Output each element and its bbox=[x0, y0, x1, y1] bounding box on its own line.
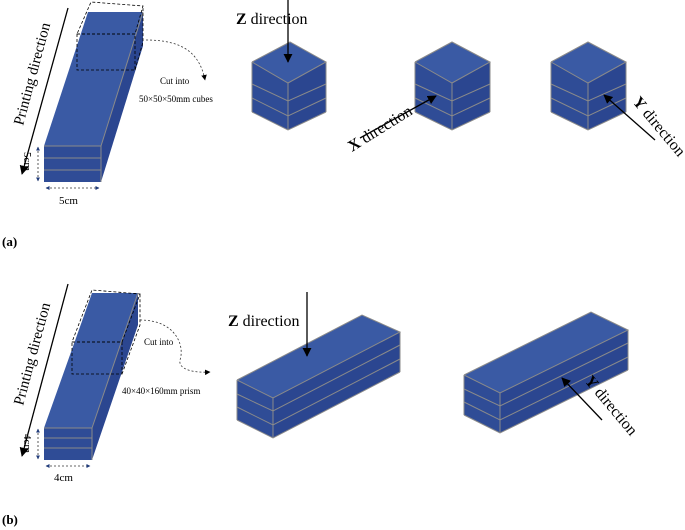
cut-arrow-a bbox=[145, 39, 207, 81]
y-direction-arrow-b bbox=[561, 377, 603, 421]
cube-x bbox=[414, 41, 492, 131]
cut-note-line2-a: 50×50×50mm cubes bbox=[139, 94, 213, 104]
printed-bar-a bbox=[44, 1, 144, 182]
printing-direction-arrow-b bbox=[19, 283, 69, 457]
z-direction-label-b: Z direction bbox=[228, 313, 300, 330]
z-direction-label-a: Z direction bbox=[236, 11, 308, 28]
width-dimension-label-a: 5cm bbox=[59, 195, 78, 207]
cube-z bbox=[251, 41, 328, 131]
height-dimension-label-a: 5cm bbox=[21, 152, 33, 171]
panel-label-b: (b) bbox=[2, 512, 18, 527]
x-direction-arrow-a bbox=[359, 95, 437, 139]
y-direction-arrow-a bbox=[603, 94, 656, 141]
cut-note-line1-b: Cut into bbox=[144, 337, 174, 347]
cut-arrow-b bbox=[139, 319, 211, 376]
y-direction-label-b: Y direction bbox=[581, 373, 641, 439]
y-direction-label-a: Y direction bbox=[629, 94, 685, 160]
height-dimension-label-b: 4cm bbox=[21, 434, 33, 453]
panel-b: Printing direction 4cm 4cm Cut into 40×4… bbox=[2, 283, 641, 527]
prism-y bbox=[463, 311, 630, 434]
cube-y bbox=[550, 41, 628, 131]
printing-direction-label-b: Printing direction bbox=[11, 301, 54, 407]
width-dimension-label-b: 4cm bbox=[54, 472, 73, 484]
panel-label-a: (a) bbox=[2, 234, 17, 249]
x-direction-label-a: X direction bbox=[345, 103, 415, 156]
printed-bar-b bbox=[44, 289, 141, 460]
cut-note-line1-a: Cut into bbox=[160, 76, 190, 86]
printing-direction-label-a: Printing direction bbox=[11, 21, 54, 127]
prism-z bbox=[236, 314, 402, 439]
panel-a: Printing direction 5cm 5cm Cut into 50×5… bbox=[2, 0, 685, 249]
cut-note-line2-b: 40×40×160mm prism bbox=[122, 386, 200, 396]
printing-direction-arrow-a bbox=[19, 7, 69, 175]
